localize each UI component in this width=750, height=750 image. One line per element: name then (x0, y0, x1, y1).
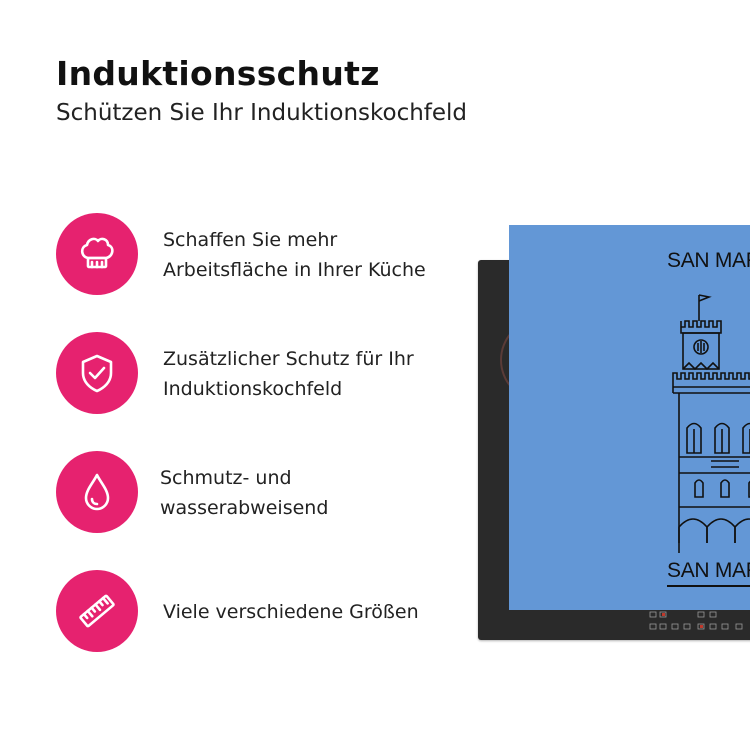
feature-line: Schaffen Sie mehr (163, 229, 338, 251)
shield-check-icon (81, 354, 113, 393)
feature-text: Viele verschiedene Größen (163, 597, 463, 627)
feature-badge (56, 332, 138, 414)
cooktop-control-panel (649, 611, 743, 630)
feature-badge (56, 213, 138, 295)
feature-badge (56, 570, 138, 652)
cover-text-bottom: SAN MARINO (667, 559, 750, 582)
feature-badge (56, 451, 138, 533)
cover-text-top: SAN MARINO (667, 249, 750, 272)
chef-hat-icon (80, 237, 114, 269)
tower-illustration (672, 294, 750, 553)
feature-item-water-repellent: Schmutz- und wasserabweisend (56, 451, 456, 535)
feature-text: Schaffen Sie mehr Arbeitsfläche in Ihrer… (163, 225, 463, 285)
ruler-icon (79, 594, 115, 628)
feature-line: Schmutz- und (160, 467, 292, 489)
feature-line: Zusätzlicher Schutz für Ihr (163, 348, 414, 370)
feature-item-workspace: Schaffen Sie mehr Arbeitsfläche in Ihrer… (56, 213, 456, 297)
feature-item-sizes: Viele verschiedene Größen (56, 570, 456, 654)
feature-line: Viele verschiedene Größen (163, 601, 419, 623)
page-title: Induktionsschutz (56, 54, 380, 93)
feature-line: Induktionskochfeld (163, 378, 343, 400)
feature-line: Arbeitsfläche in Ihrer Küche (163, 259, 426, 281)
feature-line: wasserabweisend (160, 497, 329, 519)
feature-text: Zusätzlicher Schutz für Ihr Induktionsko… (163, 344, 463, 404)
page-subtitle: Schützen Sie Ihr Induktionskochfeld (56, 100, 468, 126)
feature-text: Schmutz- und wasserabweisend (160, 463, 460, 523)
water-drop-icon (84, 473, 110, 511)
feature-item-protection: Zusätzlicher Schutz für Ihr Induktionsko… (56, 332, 456, 416)
protective-cover: SAN MARINO S (509, 225, 750, 610)
cover-underline (667, 585, 750, 587)
